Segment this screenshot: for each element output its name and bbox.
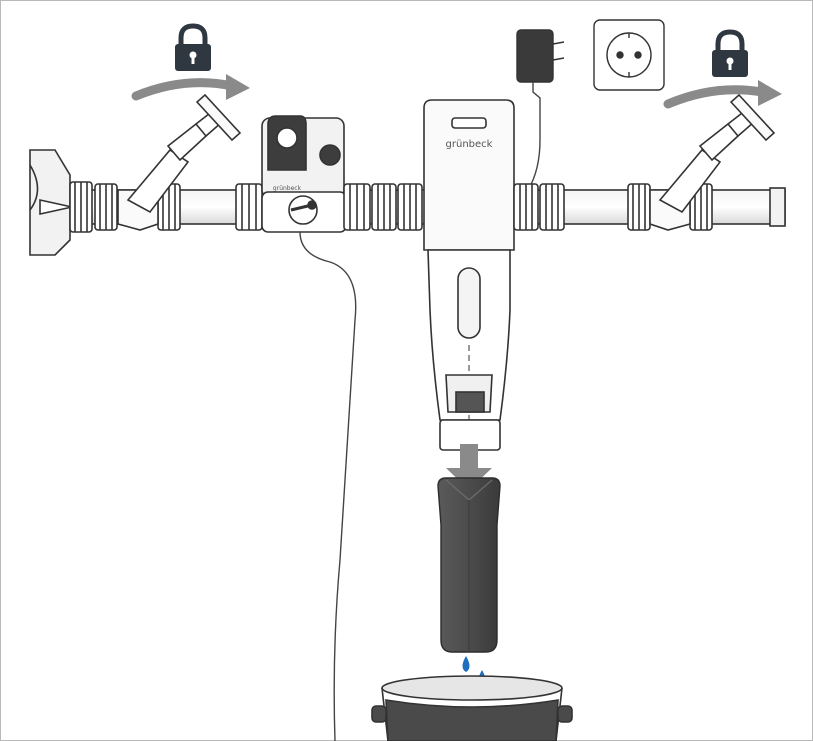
filter-housing[interactable]: grünbeck xyxy=(423,99,515,451)
right-shutoff-valve[interactable] xyxy=(649,93,776,231)
wall-socket-icon xyxy=(593,19,665,91)
right-arrow-head xyxy=(758,80,782,106)
actuator-cable xyxy=(299,231,357,741)
power-adapter-icon xyxy=(516,29,565,191)
left-arrow-head xyxy=(226,74,250,100)
water-meter-fitting xyxy=(29,149,93,256)
right-padlock-icon xyxy=(712,29,748,77)
left-curved-arrow-icon xyxy=(131,78,237,101)
filter-cartridge[interactable] xyxy=(437,477,501,653)
left-shutoff-valve[interactable] xyxy=(117,93,242,231)
filter-brand-label: grünbeck xyxy=(446,139,493,150)
actuator-brand-label: grünbeck xyxy=(273,185,302,192)
right-curved-arrow-icon xyxy=(663,85,767,109)
bucket xyxy=(371,675,573,741)
center-coupling xyxy=(371,183,423,231)
actuator-unit[interactable]: grünbeck xyxy=(235,115,371,233)
left-padlock-icon xyxy=(175,23,211,71)
